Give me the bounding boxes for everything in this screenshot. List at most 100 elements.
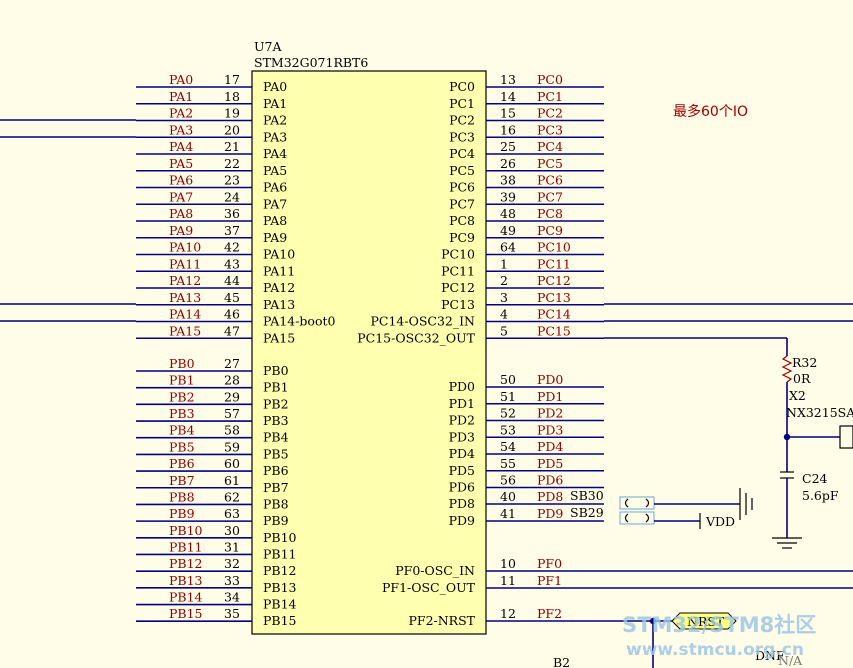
net-label: PB5 — [169, 439, 195, 454]
net-label: PC10 — [537, 240, 571, 255]
pin-name: PB1 — [263, 380, 289, 395]
pin-number: 26 — [500, 156, 516, 171]
net-label: PA11 — [169, 256, 201, 271]
pin-name: PD5 — [449, 463, 475, 478]
net-label: PA1 — [169, 89, 193, 104]
pin-number: 1 — [500, 256, 508, 271]
pin-name: PA14-boot0 — [263, 314, 335, 329]
pin-name: PC13 — [441, 297, 475, 312]
sb29-pad-outline — [619, 511, 655, 525]
pin-number: 62 — [224, 489, 240, 504]
pin-name: PB10 — [263, 530, 297, 545]
net-label: PF1 — [537, 573, 562, 588]
pin-number: 45 — [224, 290, 240, 305]
pin-number: 28 — [224, 373, 240, 388]
net-label: PB4 — [169, 423, 195, 438]
net-label: PD6 — [537, 473, 563, 488]
vdd-label: VDD — [705, 514, 735, 529]
pin-name: PD1 — [449, 396, 475, 411]
pin-name: PB0 — [263, 363, 289, 378]
net-label: PC3 — [537, 122, 563, 137]
pin-name: PA10 — [263, 247, 295, 262]
pin-number: 49 — [500, 223, 516, 238]
pin-name: PB5 — [263, 446, 289, 461]
pin-name: PB11 — [263, 546, 297, 561]
b2-label: B2 — [553, 655, 570, 668]
pin-number: 32 — [224, 556, 240, 571]
pin-number: 25 — [500, 139, 516, 154]
net-label: PD0 — [537, 372, 563, 387]
pin-number: 13 — [500, 72, 516, 87]
pin-name: PB14 — [263, 597, 297, 612]
net-label: PA2 — [169, 106, 193, 121]
io-note: 最多60个IO — [673, 103, 748, 120]
net-label: PC9 — [537, 223, 563, 238]
net-label: PC1 — [537, 89, 563, 104]
pin-number: 23 — [224, 173, 240, 188]
c24-ref: C24 — [802, 471, 828, 486]
pin-name: PB3 — [263, 413, 289, 428]
net-label: PD5 — [537, 456, 563, 471]
pin-name: PB6 — [263, 463, 289, 478]
pin-number: 12 — [500, 606, 516, 621]
net-label: PB9 — [169, 506, 195, 521]
pin-name: PA3 — [263, 129, 287, 144]
pin-name: PA8 — [263, 213, 287, 228]
pin-number: 33 — [224, 573, 240, 588]
net-label: PD2 — [537, 406, 563, 421]
pin-number: 16 — [500, 122, 516, 137]
x2-ref: X2 — [789, 388, 806, 403]
pin-number: 20 — [224, 122, 240, 137]
net-label: PA4 — [169, 139, 193, 154]
pin-number: 48 — [500, 206, 516, 221]
sb30-right-pad — [645, 498, 650, 508]
pin-number: 35 — [224, 606, 240, 621]
net-label: PC0 — [537, 72, 563, 87]
pin-name: PA6 — [263, 180, 287, 195]
pin-number: 21 — [224, 139, 240, 154]
net-label: PD8 — [537, 489, 563, 504]
sb30-pad-outline — [619, 496, 655, 510]
net-label: PA10 — [169, 240, 201, 255]
net-label: PB2 — [169, 389, 195, 404]
pin-name: PC3 — [449, 129, 475, 144]
pin-name: PD6 — [449, 480, 475, 495]
pin-name: PD4 — [449, 446, 475, 461]
pin-number: 59 — [224, 439, 240, 454]
watermark-title: STM32/STM8社区 — [622, 613, 816, 637]
r32-ref: R32 — [792, 355, 817, 370]
pin-name: PA5 — [263, 163, 287, 178]
pin-name: PB15 — [263, 613, 297, 628]
pin-number: 30 — [224, 523, 240, 538]
pin-number: 18 — [224, 89, 240, 104]
pin-name: PD3 — [449, 429, 475, 444]
pin-number: 54 — [500, 439, 516, 454]
pin-name: PF2-NRST — [408, 613, 475, 628]
net-label: PC4 — [537, 139, 563, 154]
pin-name: PB8 — [263, 496, 289, 511]
pin-name: PB12 — [263, 563, 297, 578]
na-label: N/A — [778, 653, 803, 668]
pin-number: 19 — [224, 106, 240, 121]
net-label: PB13 — [169, 573, 203, 588]
net-label: PA12 — [169, 273, 201, 288]
net-label: PA9 — [169, 223, 193, 238]
pin-name: PA11 — [263, 263, 295, 278]
sb29-right-pad — [645, 513, 650, 523]
sb30-label: SB30 — [570, 488, 604, 503]
c24-value: 5.6pF — [802, 488, 839, 503]
pin-name: PC1 — [449, 96, 475, 111]
net-label: PB6 — [169, 456, 195, 471]
net-label: PB10 — [169, 523, 203, 538]
pin-name: PD0 — [449, 379, 475, 394]
net-label: PC13 — [537, 290, 571, 305]
net-label: PA7 — [169, 189, 193, 204]
net-label: PA3 — [169, 122, 193, 137]
net-label: PC14 — [537, 307, 571, 322]
net-label: PC12 — [537, 273, 571, 288]
part-name: STM32G071RBT6 — [254, 55, 368, 70]
pin-number: 55 — [500, 456, 516, 471]
